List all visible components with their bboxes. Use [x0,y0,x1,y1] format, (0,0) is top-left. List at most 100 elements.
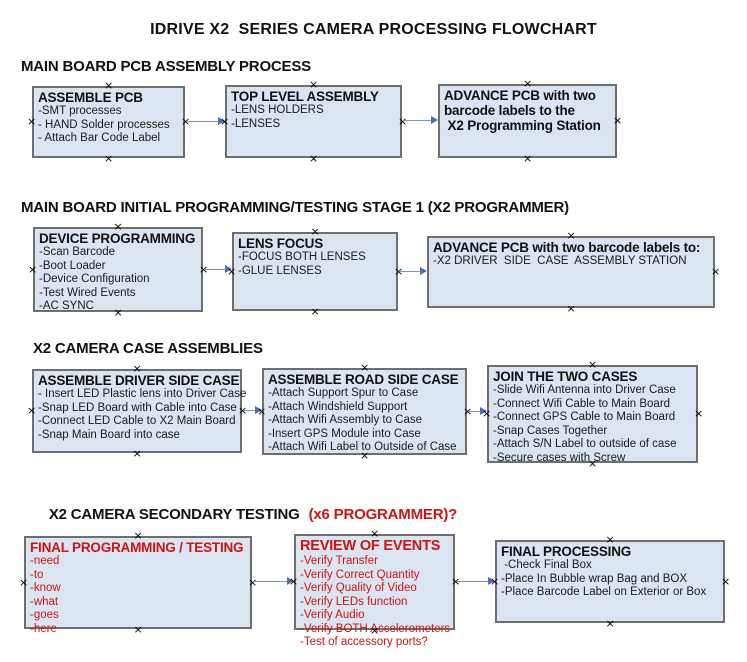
connection-handle-icon [523,79,532,88]
box-item: -Connect LED Cable to X2 Main Board [38,415,236,427]
box-item: -X2 DRIVER SIDE CASE ASSEMBLY STATION [433,255,687,267]
connection-handle-icon [606,619,615,628]
connection-handle-icon [104,154,113,163]
box-item: -Scan Barcode [39,246,116,258]
connection-handle-icon [309,154,318,163]
box-item: -need [30,555,60,567]
section-header-secondary-testing: X2 CAMERA SECONDARY TESTING(x6 PROGRAMME… [33,489,457,540]
box-title: FINAL PROGRAMMING / TESTING [30,540,244,555]
connector-line [468,411,482,412]
connector-line [253,581,289,582]
section-header-initial-programming: MAIN BOARD INITIAL PROGRAMMING/TESTING S… [21,199,569,216]
box-item: -to [30,568,44,581]
box-item: -Verify Correct Quantity [300,568,420,581]
box-item: -Snap Cases Together [493,424,608,437]
connection-handle-icon [309,80,318,89]
box-item: -Boot Loader [39,259,106,272]
box-title: LENS FOCUS [238,236,324,251]
box-title: JOIN THE TWO CASES [493,369,638,384]
connection-handle-icon [104,81,113,90]
box-item: -Attach Support Spur to Case [268,387,419,399]
flow-box-assemble-road-side-case: ASSEMBLE ROAD SIDE CASE -Attach Support … [262,368,467,455]
box-item: -Connect GPS Cable to Main Board [493,411,676,423]
connection-handle-icon [606,535,615,544]
connection-handle-icon [721,577,730,586]
box-item: -GLUE LENSES [238,264,322,277]
connector-line [204,269,227,270]
box-item: - Insert LED Plastic lens into Driver Ca… [38,388,247,400]
connection-handle-icon [588,360,597,369]
connection-handle-icon [134,625,143,634]
flow-connector-arrow [403,115,438,126]
connection-handle-icon [613,116,622,125]
connector-line [399,271,422,272]
connector-line [403,120,433,121]
flow-box-lens-focus: LENS FOCUS -FOCUS BOTH LENSES -GLUE LENS… [232,232,398,311]
box-item: -Insert GPS Module into Case [268,427,421,440]
box-item: -what [30,595,59,608]
box-item: -Attach S/N Label to outside of case [493,438,677,450]
flow-box-review-of-events: REVIEW OF EVENTS -Verify Transfer -Verif… [294,534,455,648]
connector-line [243,410,257,411]
box-item: -Verify Transfer [300,555,378,567]
connection-handle-icon [27,406,36,415]
box-item: -Snap Main Board into case [38,428,180,441]
connection-handle-icon [133,364,142,373]
box-item: -FOCUS BOTH LENSES [238,251,366,263]
box-item: -here [30,622,57,635]
connection-handle-icon [490,577,499,586]
box-item: -Verify Audio [300,609,365,621]
box-item: -know [30,582,61,594]
flow-box-join-the-two-cases: JOIN THE TWO CASES -Slide Wifi Antenna i… [487,365,698,464]
connection-handle-icon [370,626,379,635]
connection-handle-icon [220,117,229,126]
box-item: -Verify LEDs function [300,595,408,608]
connection-handle-icon [134,531,143,540]
box-item: -Verify Quality of Video [300,582,417,594]
box-title-line: X2 Programming Station [444,118,601,133]
connection-handle-icon [257,407,266,416]
flow-box-assemble-pcb: ASSEMBLE PCB -SMT processes - HAND Solde… [32,86,185,158]
box-item: -Place In Bubble wrap Bag and BOX [501,572,688,585]
connection-handle-icon [370,529,379,538]
box-item: -Attach Windshield Support [268,400,408,413]
connection-handle-icon [27,117,36,126]
connector-line [456,581,490,582]
flow-connector-arrow [399,266,427,277]
box-item: -Attach Wifi Label to Outside of Case [268,441,457,453]
box-title: DEVICE PROGRAMMING [39,231,196,246]
box-item: - HAND Solder processes [38,118,170,131]
box-item: -Check Final Box [501,559,592,571]
section-header-red-part: (x6 PROGRAMMER)? [308,506,458,523]
connection-handle-icon [567,231,576,240]
box-item: -Test of accessory ports? [300,636,428,648]
connection-handle-icon [114,222,123,231]
box-item: -goes [30,609,59,621]
connection-handle-icon [289,577,298,586]
flow-box-assemble-driver-side-case: ASSEMBLE DRIVER SIDE CASE - Insert LED P… [32,369,247,453]
connection-handle-icon [360,363,369,372]
box-item: -Device Configuration [39,273,150,285]
connection-handle-icon [523,154,532,163]
box-item: -Slide Wifi Antenna into Driver Case [493,384,676,396]
flow-box-final-processing: FINAL PROCESSING -Check Final Box -Place… [495,540,725,623]
box-item: -Verify BOTH Accelerometers [300,622,451,635]
flow-box-final-programming-testing: FINAL PROGRAMMING / TESTING -need -to -k… [24,536,252,635]
connection-handle-icon [133,449,142,458]
page-title: IDRIVE X2 SERIES CAMERA PROCESSING FLOWC… [150,21,597,38]
section-header-pcb-assembly: MAIN BOARD PCB ASSEMBLY PROCESS [21,58,311,75]
connection-handle-icon [482,409,491,418]
flow-box-advance-pcb-programming-station: ADVANCE PCB with two barcode labels to t… [438,84,617,158]
connection-handle-icon [694,409,703,418]
connection-handle-icon [227,267,236,276]
box-title-line: ADVANCE PCB with two [444,88,596,103]
connection-handle-icon [311,307,320,316]
box-item: -LENS HOLDERS [231,104,324,116]
box-title: FINAL PROCESSING [501,544,632,559]
box-title: ADVANCE PCB with two barcode labels to: [433,240,701,255]
arrow-head-icon [420,267,427,275]
connection-handle-icon [588,459,597,468]
section-header-case-assemblies: X2 CAMERA CASE ASSEMBLIES [33,340,263,357]
box-item: -AC SYNC [39,300,94,312]
box-title: ASSEMBLE DRIVER SIDE CASE [38,373,240,388]
